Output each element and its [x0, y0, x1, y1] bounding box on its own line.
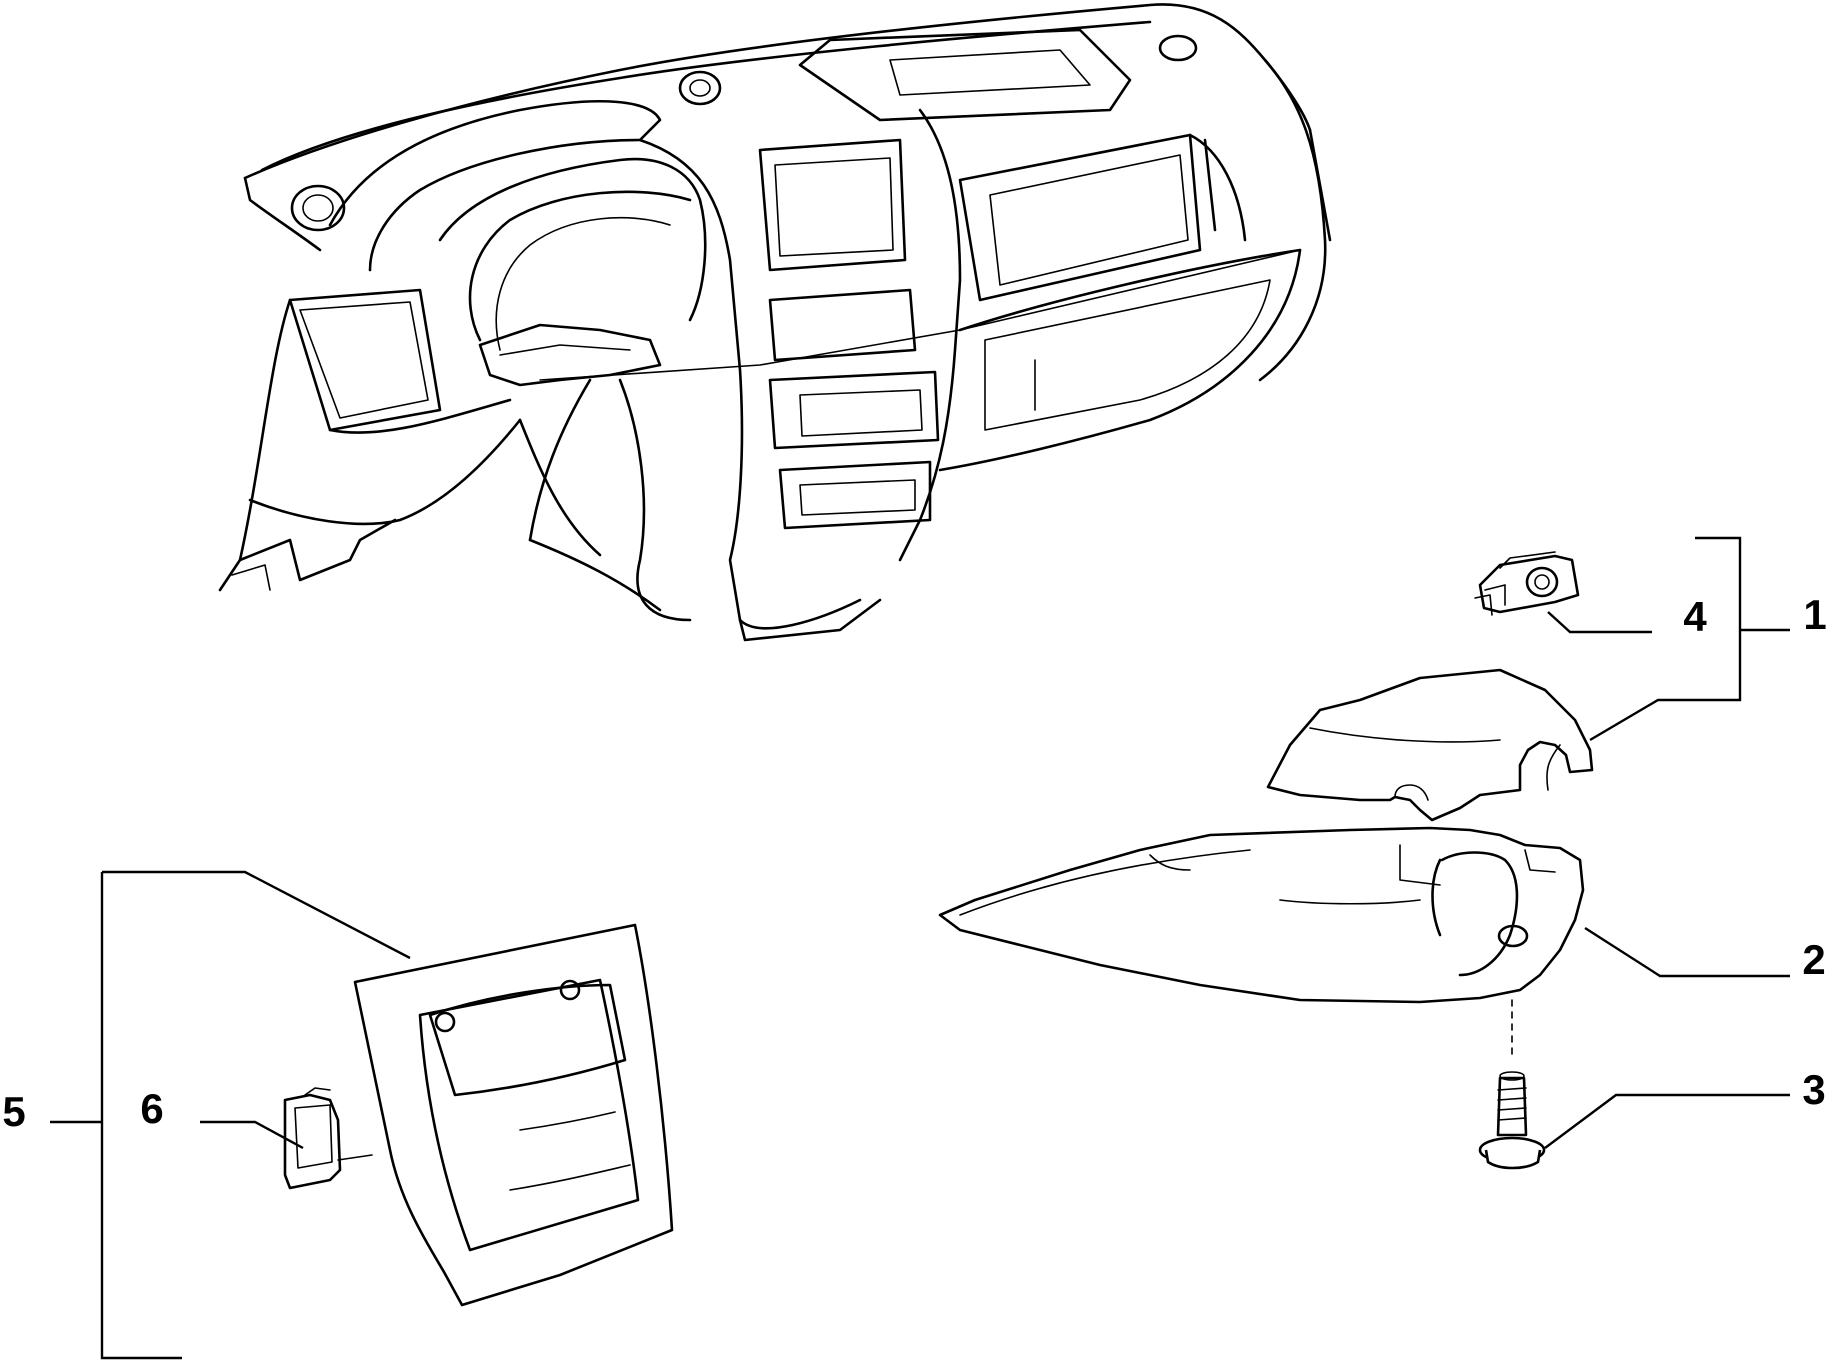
part-6-bracket [283, 1087, 373, 1190]
callout-1: 1 [1803, 591, 1827, 638]
part-1-upper-shroud [1266, 668, 1594, 822]
callout-2: 2 [1802, 936, 1826, 983]
dashboard-assembly [218, 3, 1332, 642]
part-4-clip [1474, 551, 1580, 616]
callout-4: 4 [1683, 593, 1707, 640]
leader-lines [50, 536, 1790, 1360]
part-2-lower-shroud [938, 826, 1585, 1004]
callout-6: 6 [140, 1085, 164, 1132]
callout-5: 5 [2, 1088, 26, 1135]
part-5-knee-panel [353, 923, 674, 1307]
callout-3: 3 [1802, 1066, 1826, 1113]
part-3-screw [1478, 999, 1546, 1170]
